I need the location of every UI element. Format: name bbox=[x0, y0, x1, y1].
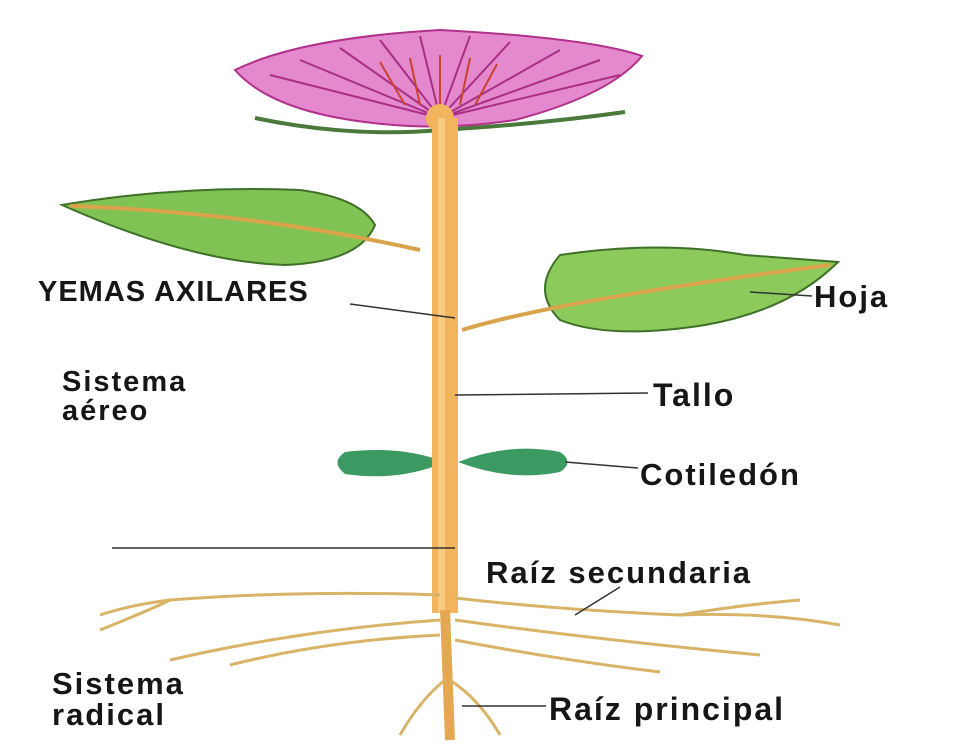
cotyledon-right bbox=[458, 448, 568, 476]
label-sistema-aereo-line2: aéreo bbox=[62, 395, 150, 427]
label-sistema-radical-line2: radical bbox=[52, 697, 166, 732]
flower bbox=[233, 28, 644, 135]
cotyledons bbox=[337, 448, 568, 477]
label-tallo: Tallo bbox=[653, 377, 736, 413]
leaf-left-petiole bbox=[69, 204, 421, 252]
label-raiz-secundaria: Raíz secundaria bbox=[486, 555, 753, 590]
petal-veins bbox=[269, 35, 621, 119]
label-raiz-principal: Raíz principal bbox=[549, 691, 786, 727]
leaf-right-petiole bbox=[461, 263, 831, 332]
leader-lines bbox=[112, 291, 813, 707]
stem-highlight bbox=[438, 118, 445, 613]
label-cotiledon: Cotiledón bbox=[640, 457, 801, 492]
leaf-right bbox=[544, 246, 841, 333]
label-yemas-axilares: YEMAS AXILARES bbox=[38, 276, 309, 308]
flower-petals bbox=[233, 28, 644, 128]
leaf-left bbox=[58, 188, 377, 267]
stamens bbox=[379, 55, 498, 106]
label-sistema-radical-line1: Sistema bbox=[52, 666, 185, 701]
label-hoja: Hoja bbox=[814, 279, 890, 314]
label-sistema-aereo-line1: Sistema bbox=[62, 366, 188, 398]
roots bbox=[99, 591, 841, 741]
cotyledon-left bbox=[337, 449, 445, 477]
leaves bbox=[58, 188, 841, 333]
